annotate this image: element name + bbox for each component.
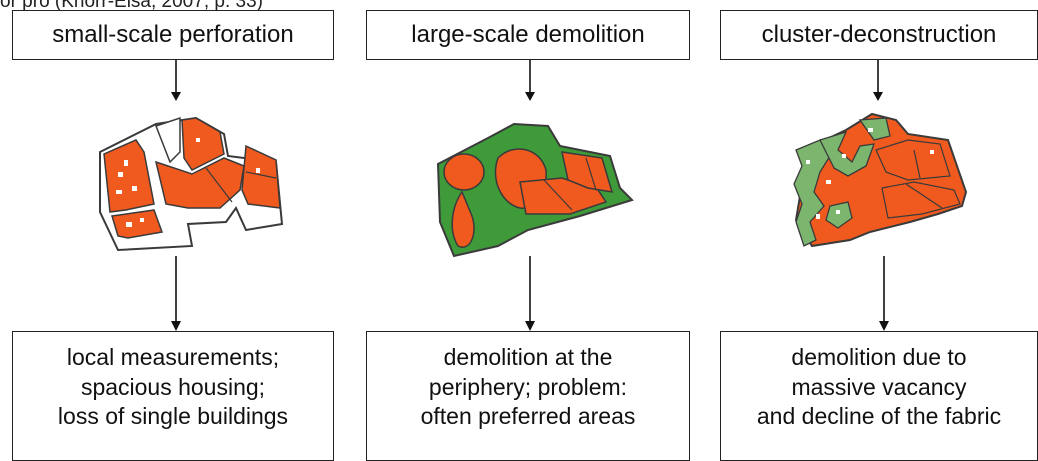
outcome-box-cluster: demolition due to massive vacancy and de…	[720, 331, 1038, 461]
outcome-line: demolition due to	[791, 344, 967, 370]
strategy-box-perforation: small-scale perforation	[12, 10, 334, 60]
outcome-line: and decline of the fabric	[756, 403, 1002, 429]
down-arrow-icon	[171, 60, 181, 101]
outcome-line: often preferred areas	[420, 403, 636, 429]
down-arrow-icon	[879, 256, 889, 331]
down-arrow-icon	[873, 60, 883, 101]
perforation-map	[99, 116, 284, 252]
strategy-box-cluster: cluster-deconstruction	[720, 10, 1038, 60]
strategy-label: large-scale demolition	[411, 21, 645, 48]
down-arrow-icon	[525, 256, 535, 331]
down-arrow-icon	[171, 256, 181, 331]
strategy-label: small-scale perforation	[52, 21, 294, 48]
outcome-line: loss of single buildings	[57, 403, 289, 429]
strategy-label: cluster-deconstruction	[761, 21, 997, 48]
outcome-box-demolition: demolition at the periphery; problem: of…	[366, 331, 690, 461]
strategy-box-demolition: large-scale demolition	[366, 10, 690, 60]
outcome-line: demolition at the	[443, 344, 613, 370]
cluster-map	[793, 112, 968, 248]
clipped-caption-text: or pro (Knorr-Elsa, 2007, p. 33)	[0, 0, 263, 12]
outcome-line: massive vacancy	[791, 373, 967, 400]
outcome-line: periphery; problem:	[428, 373, 628, 400]
outcome-line: local measurements;	[66, 344, 280, 370]
demolition-map	[436, 122, 634, 258]
outcome-line: spacious housing;	[80, 373, 266, 400]
outcome-box-perforation: local measurements; spacious housing; lo…	[12, 331, 334, 461]
down-arrow-icon	[525, 60, 535, 101]
